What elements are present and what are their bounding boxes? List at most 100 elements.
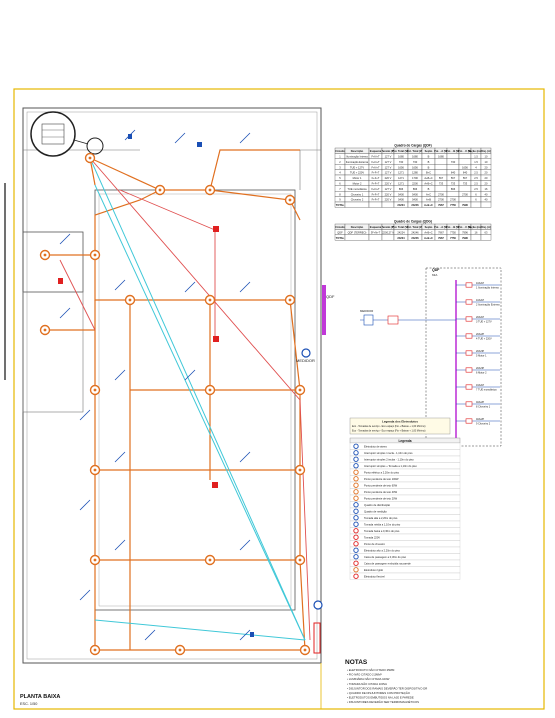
legend-symbol-icon bbox=[353, 502, 359, 508]
table-cell-text: Disj. (A) bbox=[481, 149, 491, 153]
table-cell-text: 896 bbox=[399, 187, 404, 191]
detail-callout bbox=[30, 111, 104, 157]
legend-symbol-icon bbox=[353, 515, 359, 521]
table-cell bbox=[368, 201, 383, 208]
table-cell-text: 2700 bbox=[438, 198, 444, 202]
table-cell bbox=[344, 201, 370, 208]
circuit-breaker-label: 10A/1P bbox=[476, 299, 485, 302]
table-cell-text: F+N+T bbox=[371, 155, 379, 159]
device-ticks bbox=[59, 129, 251, 641]
single-line-circuit: 40A/2P9 Chuveiro 2 bbox=[456, 418, 500, 426]
legend-item: Eletroduto alto a 2,20m do piso bbox=[349, 546, 461, 554]
table-cell bbox=[470, 234, 482, 241]
legend-item-label: Ponto de chuveiro bbox=[364, 542, 385, 546]
table-cell bbox=[470, 201, 482, 208]
conduit-legend-line: Eco - Tomadas de serviço - Eco espaço (F… bbox=[352, 425, 426, 428]
table-cell-text: 2700 bbox=[438, 192, 444, 196]
table-cell-text: F+N+T bbox=[371, 187, 379, 191]
table-cell-text: Seção bbox=[425, 149, 433, 153]
circuit-breaker-symbol bbox=[465, 401, 473, 407]
table-cell-text: TUE + 220V bbox=[350, 171, 364, 175]
table-cell-text: 4 bbox=[339, 171, 341, 175]
table-cell-text: 6 bbox=[475, 192, 477, 196]
circuit-description: 9 Chuveiro 2 bbox=[476, 423, 491, 426]
plan-board-tag: QDF bbox=[326, 294, 335, 299]
legend-symbol-icon bbox=[353, 489, 359, 495]
single-line-circuit: 10A/1P1 Iluminação Interna bbox=[456, 282, 500, 290]
table-cell-text: F+F+T bbox=[372, 171, 380, 175]
legend-symbol-icon bbox=[353, 567, 359, 573]
table-cell-text: F+N+T bbox=[371, 165, 379, 169]
table-cell-text: F+F+T bbox=[372, 176, 380, 180]
legend-item-label: Ponto pendente de teto 100W bbox=[364, 477, 399, 481]
notes-heading: NOTAS bbox=[345, 659, 368, 666]
circuit-description: 7 TUE monofásica bbox=[476, 389, 497, 392]
legend-item-label: Ponto pendente de teto 40W bbox=[364, 490, 398, 494]
table-cell-text: 7967 bbox=[438, 236, 444, 240]
legend-item: Caixa de passagem embutida na parede bbox=[349, 559, 461, 567]
legend-item: Caixa de passagem a 0,30m do piso bbox=[349, 553, 461, 561]
table-cell bbox=[480, 234, 492, 241]
table-cell-text: 1271 bbox=[398, 176, 404, 180]
table-cell-text: Esquema bbox=[370, 225, 382, 229]
legend-item-label: Ponto elétrico a 2,20m do piso bbox=[364, 471, 400, 475]
table-cell bbox=[434, 158, 448, 165]
table-cell bbox=[434, 169, 448, 176]
legend-item: Ponto pendente de teto 100W bbox=[349, 475, 461, 483]
table-cell-text: 2 bbox=[339, 160, 341, 164]
table-cell-text: 10 bbox=[485, 155, 488, 159]
table-cell bbox=[368, 234, 383, 241]
table-cell-text: 1680 bbox=[412, 155, 418, 159]
legend-item-label: Interruptor simples 1 tecla - 1,10m do p… bbox=[364, 451, 413, 455]
table-cell-text: 24246 bbox=[411, 203, 419, 207]
circuit-description: 2 Iluminação Externa bbox=[476, 304, 500, 307]
legend-item-label: Tomada alta a 2,20m do piso bbox=[364, 516, 398, 520]
single-line-main-breaker: 63A bbox=[432, 273, 437, 277]
table-cell-text: 10 bbox=[485, 160, 488, 164]
table-cell-text: 24224 bbox=[397, 203, 405, 207]
single-line-circuit: 20A/1P3 TUE + 127V bbox=[456, 316, 500, 324]
table-cell-text: 567 bbox=[463, 176, 468, 180]
table-cell-text: 5400 bbox=[412, 192, 418, 196]
table-cell-text: 730 bbox=[413, 160, 418, 164]
table-cell-text: A+B bbox=[426, 198, 431, 202]
table-cell-text: 4 bbox=[475, 165, 477, 169]
table-cell-text: 40 bbox=[485, 198, 488, 202]
legend-item-label: Tomada 220V bbox=[364, 536, 380, 540]
table-cell-text: B bbox=[428, 160, 430, 164]
table-cell-text: 730 bbox=[451, 160, 456, 164]
table-cell bbox=[458, 196, 472, 203]
drawing-scale: ESC. 1/50 bbox=[20, 702, 37, 706]
note-line: • QUADRO DE DISJUNTORES COM PROTEÇÃO bbox=[347, 690, 411, 695]
table-cell-text: 2.5 bbox=[474, 176, 478, 180]
legend-symbol-icon bbox=[353, 541, 359, 547]
table-cell-text: 1700 bbox=[412, 176, 418, 180]
legend-symbol-icon bbox=[353, 450, 359, 456]
table-cell-text: 20 bbox=[485, 176, 488, 180]
table-cell-text: 1 bbox=[339, 155, 341, 159]
table-cell-text: A+B+C bbox=[424, 236, 433, 240]
legend-item-label: Caixa de passagem embutida na parede bbox=[364, 562, 411, 566]
legend-item: Tomada média a 1,10m do piso bbox=[349, 520, 461, 528]
legend-item: Quadro de medição bbox=[349, 507, 461, 515]
circuit-breaker-label: 20A/3P bbox=[476, 350, 485, 353]
outlet-markers bbox=[58, 134, 326, 654]
note-line: • FIO NÃO CITADO 2,5MM² bbox=[347, 672, 382, 677]
table-cell-text: 733 bbox=[451, 182, 456, 186]
table-cell-text: F+F+T bbox=[372, 198, 380, 202]
circuit-description: 1 Iluminação Interna bbox=[476, 287, 499, 290]
table-cell-text: Iluminação Externa bbox=[346, 160, 369, 164]
table-cell-text: B bbox=[428, 155, 430, 159]
table-cell-text: 7750 bbox=[450, 203, 456, 207]
table-cell-text: Tensão (V) bbox=[381, 225, 394, 229]
single-line-meter-label: MEDIDOR bbox=[360, 309, 373, 313]
